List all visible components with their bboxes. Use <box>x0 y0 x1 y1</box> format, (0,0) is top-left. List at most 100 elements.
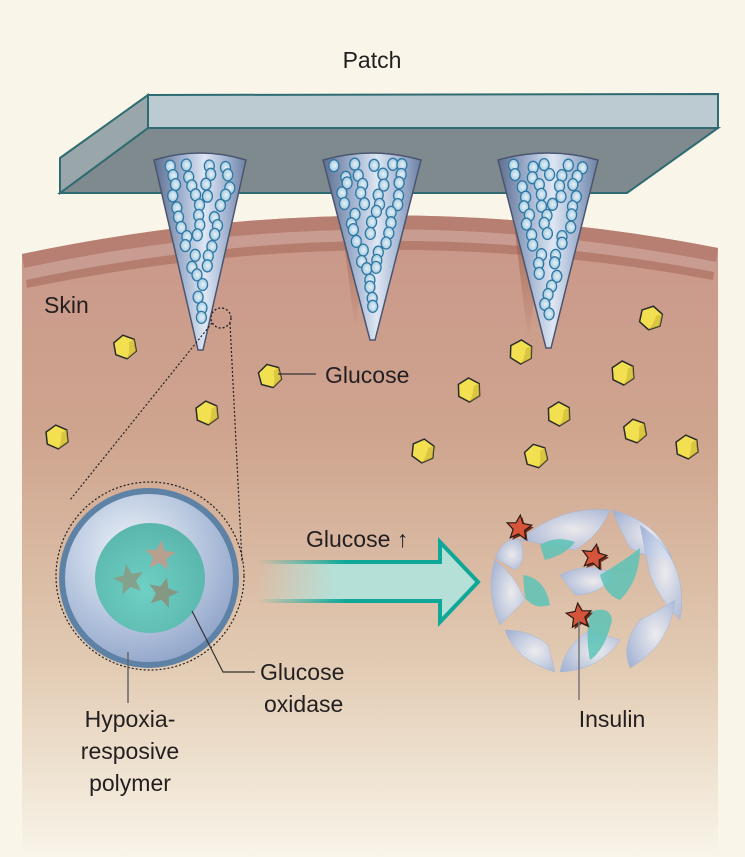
polymer-bead <box>535 199 548 213</box>
dissociated-vesicle <box>490 509 682 673</box>
skin-body <box>22 215 718 857</box>
polymer-bead <box>509 167 521 182</box>
insulin-star <box>145 540 176 570</box>
glucose-molecule <box>195 400 219 426</box>
glucose-oxidase-fragment <box>587 609 612 660</box>
zoom-source-circle <box>210 307 232 329</box>
glucose-molecule <box>622 418 648 444</box>
polymer-bead <box>180 158 192 172</box>
microneedle <box>322 152 422 341</box>
polymer-fragment <box>639 524 682 621</box>
polymer-bead <box>349 157 361 171</box>
polymer-bead <box>167 189 179 203</box>
polymer-bead <box>191 268 203 282</box>
polymer-bead <box>201 189 214 203</box>
microneedle <box>153 152 247 351</box>
polymer-label-3: polymer <box>89 770 171 796</box>
polymer-bead <box>380 236 392 250</box>
insulin-star <box>581 542 609 571</box>
insulin-star <box>149 577 179 608</box>
polymer-bead <box>526 238 539 252</box>
polymer-bead <box>393 176 405 190</box>
glucose-molecule <box>523 443 549 469</box>
polymer-bead <box>191 228 203 242</box>
glucose-molecule <box>411 438 435 464</box>
polymer-bead <box>189 248 201 262</box>
glucose-molecule <box>112 334 138 360</box>
glucose-increase-arrow <box>258 536 481 628</box>
polymer-bead <box>195 310 208 325</box>
polymer-bead <box>328 159 340 173</box>
patch-top-face <box>147 92 719 129</box>
glucose-oxidase-fragment <box>523 575 550 607</box>
patch-label: Patch <box>343 47 402 73</box>
polymer-bead <box>543 307 555 321</box>
glucose-oxidase-fragment <box>540 539 575 560</box>
polymer-bead <box>219 188 232 202</box>
glucose-molecules <box>45 305 699 469</box>
polymer-bead <box>567 177 579 192</box>
encapsulated-insulin <box>113 540 179 608</box>
polymer-bead <box>205 167 217 181</box>
polymer-bead <box>365 215 378 229</box>
polymer-bead <box>222 168 234 182</box>
polymer-fragment <box>626 599 676 669</box>
polymer-bead <box>551 269 563 283</box>
glucose-oxidase-core <box>95 523 205 633</box>
polymer-bead <box>541 226 554 241</box>
polymer-bead <box>562 158 574 172</box>
polymer-bead <box>535 187 547 202</box>
microneedles <box>153 152 599 351</box>
polymer-bead <box>392 197 404 212</box>
glucose-molecule <box>257 363 283 389</box>
polymer-bead <box>370 204 383 219</box>
glucose-molecule <box>457 377 481 403</box>
glucose-label: Glucose <box>325 362 409 388</box>
insulin-label: Insulin <box>579 706 645 732</box>
polymer-bead <box>538 157 550 172</box>
polymer-bead <box>179 238 191 253</box>
glucose-oxidase-pointer <box>191 610 255 673</box>
polymer-bead <box>364 226 376 241</box>
polymer-bead <box>520 217 533 231</box>
glucose-molecule <box>675 434 699 460</box>
patch-left-face <box>59 93 149 195</box>
glucose-oxidase-label-2: oxidase <box>264 691 343 717</box>
polymer-bead <box>370 260 382 275</box>
polymer-bead <box>169 177 182 192</box>
polymer-bead <box>341 176 353 190</box>
polymer-bead <box>200 177 212 191</box>
polymer-label-2: resposive <box>81 738 179 764</box>
polymer-bead <box>175 220 187 235</box>
arrow-outline <box>258 536 481 628</box>
polymer-bead <box>533 266 545 281</box>
polymer-fragment <box>490 559 526 626</box>
polymer-bead <box>565 220 577 234</box>
polymer-bead <box>196 277 209 292</box>
polymer-bead <box>357 243 369 257</box>
zoom-line-left <box>69 322 213 501</box>
glucose-molecule <box>45 424 69 450</box>
vesicle <box>55 481 245 671</box>
polymer-label-1: Hypoxia- <box>85 706 176 732</box>
insulin-star <box>113 564 143 595</box>
polymer-bead <box>368 158 380 172</box>
polymer-bead <box>364 280 376 294</box>
polymer-bead <box>555 189 567 204</box>
vesicle-dotted-outline <box>55 481 245 671</box>
polymer-bead <box>201 259 213 273</box>
polymer-bead <box>358 197 371 211</box>
polymer-bead <box>556 236 568 250</box>
skin-label: Skin <box>44 292 89 318</box>
glucose-oxidase-label-1: Glucose <box>260 659 344 685</box>
polymer-bead <box>367 299 379 313</box>
insulin-star <box>505 513 534 541</box>
polymer-bead <box>361 262 373 276</box>
polymer-bead <box>565 208 578 222</box>
polymer-bead <box>347 223 359 237</box>
polymer-bead <box>338 196 351 211</box>
polymer-fragment <box>504 629 556 673</box>
polymer-bead <box>543 167 556 182</box>
microneedle <box>497 152 599 349</box>
